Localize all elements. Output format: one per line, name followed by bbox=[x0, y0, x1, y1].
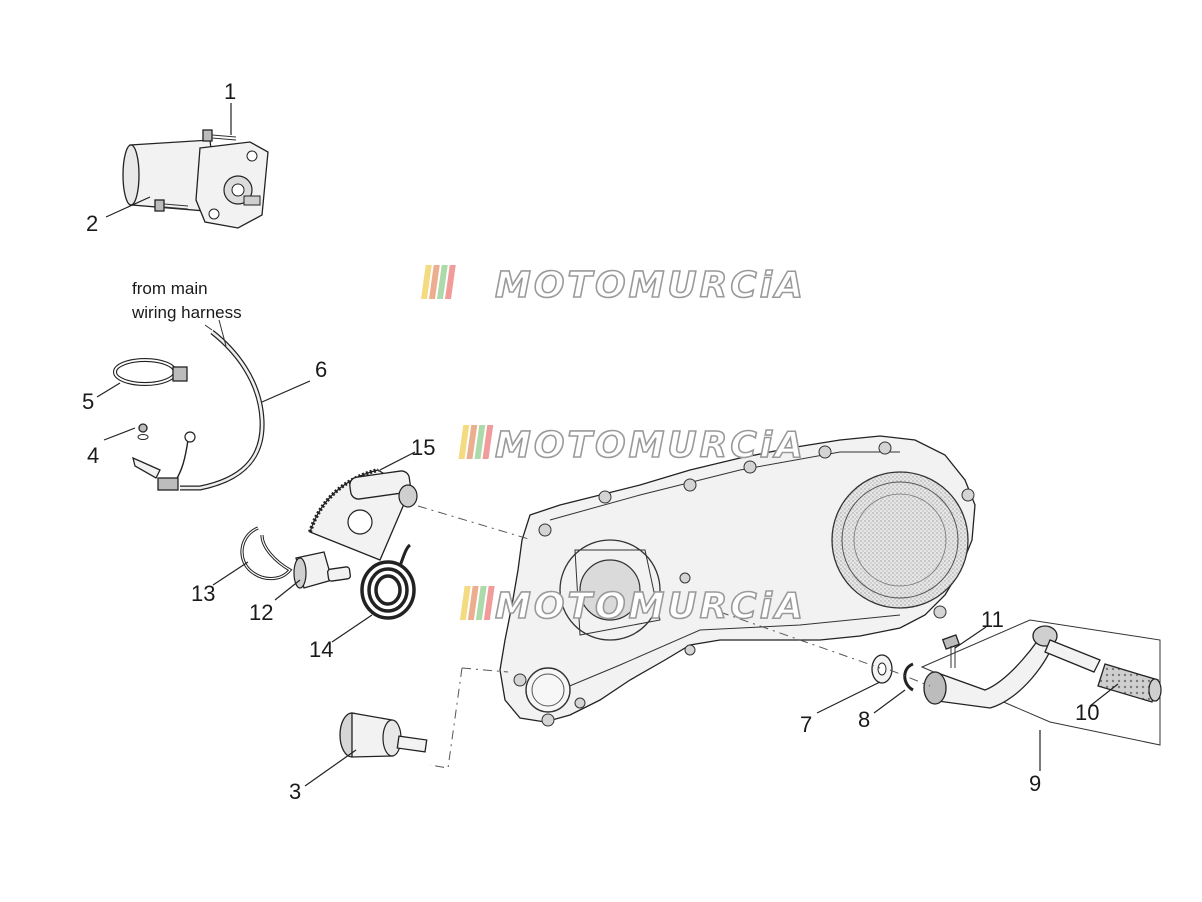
callout-14: 14 bbox=[309, 637, 333, 662]
starter-motor bbox=[122, 139, 269, 229]
kick-start-sector bbox=[308, 468, 418, 561]
kick-pedal-rubber bbox=[1097, 663, 1162, 703]
starter-bendix bbox=[339, 712, 428, 758]
hose-clamp bbox=[113, 358, 188, 386]
kick-start-lever bbox=[920, 619, 1161, 746]
harness-note-line1: from main bbox=[132, 279, 208, 298]
starter-cable bbox=[157, 319, 265, 491]
assembly-lines bbox=[417, 505, 931, 769]
watermark-stripes bbox=[458, 425, 494, 459]
kick-gear-bushing bbox=[293, 551, 351, 589]
circlip bbox=[903, 662, 914, 692]
callout-10: 10 bbox=[1075, 700, 1099, 725]
callout-8: 8 bbox=[858, 707, 870, 732]
callout-15: 15 bbox=[411, 435, 435, 460]
callout-2: 2 bbox=[86, 211, 98, 236]
callout-11: 11 bbox=[981, 607, 1004, 632]
callout-4: 4 bbox=[87, 443, 99, 468]
callout-13: 13 bbox=[191, 581, 215, 606]
kick-lever-bolt bbox=[941, 634, 961, 668]
callout-9: 9 bbox=[1029, 771, 1041, 796]
callout-6: 6 bbox=[315, 357, 327, 382]
kick-return-spring bbox=[360, 543, 416, 620]
harness-note-line2: wiring harness bbox=[131, 303, 242, 322]
leader-lines bbox=[96, 103, 1119, 787]
starter-screw-upper bbox=[202, 129, 237, 142]
watermark-middle: MOTOMURCiA bbox=[458, 424, 806, 467]
callout-1: 1 bbox=[224, 79, 236, 104]
harness-note: from main wiring harness bbox=[131, 279, 242, 322]
callout-12: 12 bbox=[249, 600, 273, 625]
watermark-stripes bbox=[420, 265, 456, 299]
transmission-cover bbox=[499, 435, 976, 727]
watermark-stripes bbox=[459, 586, 495, 620]
watermark-text: MOTOMURCiA bbox=[495, 425, 806, 466]
callout-labels: 1 2 3 4 5 6 7 8 9 10 11 12 13 14 15 bbox=[82, 79, 1099, 804]
washer bbox=[871, 654, 893, 684]
watermark-top: MOTOMURCiA bbox=[420, 264, 806, 307]
callout-5: 5 bbox=[82, 389, 94, 414]
terminal-screw bbox=[132, 423, 161, 479]
watermark-bottom: MOTOMURCiA bbox=[459, 585, 806, 628]
watermark-text: MOTOMURCiA bbox=[495, 586, 806, 627]
starter-screw-lower bbox=[154, 199, 189, 212]
callout-3: 3 bbox=[289, 779, 301, 804]
retaining-clip bbox=[240, 526, 293, 581]
watermark-text: MOTOMURCiA bbox=[495, 265, 806, 306]
callout-7: 7 bbox=[800, 712, 812, 737]
